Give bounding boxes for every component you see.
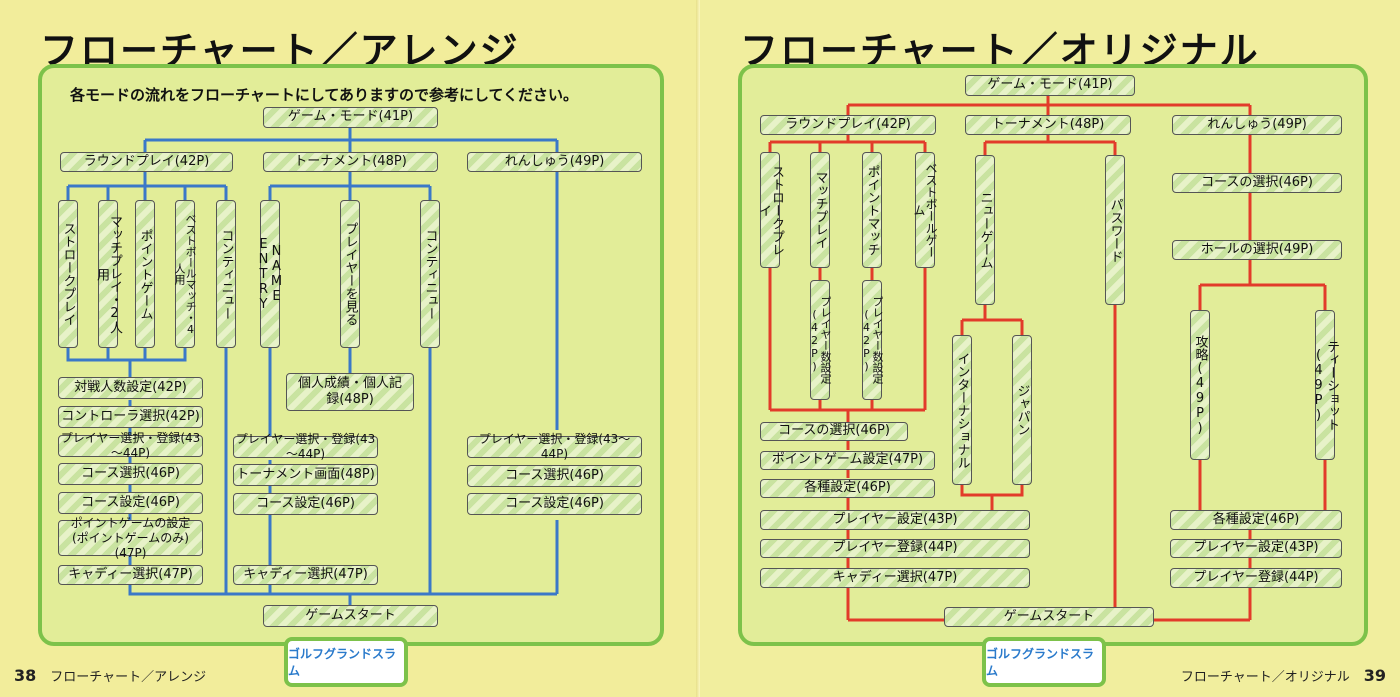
box-personal-records: 個人成績・個人記録(48P) (286, 373, 414, 411)
box-japan: ジャパン (1012, 335, 1032, 485)
game-logo: ゴルフグランドスラム (284, 637, 408, 687)
box-caddie-select: キャディー選択(47P) (760, 568, 1030, 588)
box-course-select-practice: コース選択(46P) (467, 465, 642, 487)
box-tee-shot: ティーショット(49P) (1311, 310, 1339, 460)
box-stroke-play: ストロークプレイ (58, 200, 78, 348)
box-vs-count: 対戦人数設定(42P) (58, 377, 203, 399)
box-game-mode: ゲーム・モード(41P) (263, 107, 438, 128)
box-bestball-game: ベストボールゲーム (912, 152, 938, 268)
box-practice: れんしゅう(49P) (467, 152, 642, 172)
box-practice-player-setting: プレイヤー設定(43P) (1170, 539, 1342, 558)
box-point-game-setting: ポイントゲームの設定(ポイントゲームのみ)(47P) (58, 516, 203, 560)
game-logo: ゴルフグランドスラム (982, 637, 1106, 687)
footer-title: フローチャート／オリジナル (1180, 670, 1350, 685)
flow-lines (66, 128, 559, 605)
box-player-register-round: プレイヤー選択・登録(43～44P) (58, 431, 203, 460)
box-course-select: コースの選択(46P) (760, 422, 908, 441)
right-page: フローチャート／オリジナル ゲーム・モード(41P) ラウンドプレイ(42P) … (700, 0, 1400, 697)
box-game-mode: ゲーム・モード(41P) (965, 75, 1135, 96)
box-match-play: マッチプレイ・2人用 (94, 200, 122, 348)
box-practice-player-register: プレイヤー登録(44P) (1170, 568, 1342, 588)
box-new-game: ニューゲーム (975, 155, 995, 305)
box-course-setting-round: コース設定(46P) (58, 492, 203, 514)
left-page: フローチャート／アレンジ 各モードの流れをフローチャートにしてありますので参考に… (14, 29, 664, 687)
box-tournament: トーナメント(48P) (965, 115, 1131, 135)
box-controller-select: コントローラ選択(42P) (58, 406, 203, 428)
box-practice-course-select: コースの選択(46P) (1172, 173, 1342, 193)
box-caddie-tournament: キャディー選択(47P) (233, 565, 378, 585)
box-point-game: ポイントゲーム (135, 200, 155, 348)
flow-lines (768, 96, 1327, 622)
box-game-start: ゲームスタート (263, 605, 438, 627)
box-stroke-play: ストロークプレイ (756, 152, 784, 268)
box-practice-misc-setting: 各種設定(46P) (1170, 510, 1342, 530)
box-game-start: ゲームスタート (944, 607, 1154, 627)
box-point-game-setting: ポイントゲーム設定(47P) (760, 451, 935, 470)
box-tournament: トーナメント(48P) (263, 152, 438, 172)
box-name-entry: NAME ENTRY (256, 200, 284, 348)
box-round-play: ラウンドプレイ(42P) (60, 152, 233, 172)
box-hole-select: ホールの選択(49P) (1172, 240, 1342, 260)
box-player-register-tournament: プレイヤー選択・登録(43～44P) (233, 432, 378, 461)
box-course-select-round: コース選択(46P) (58, 463, 203, 485)
box-misc-setting: 各種設定(46P) (760, 479, 935, 498)
page-number: 38 (14, 666, 37, 685)
box-player-register-practice: プレイヤー選択・登録(43～44P) (467, 432, 642, 461)
box-match-play: マッチプレイ (810, 152, 830, 268)
box-round-play: ラウンドプレイ(42P) (760, 115, 936, 135)
box-player-count-match: プレイヤー数設定(42P) (808, 280, 832, 400)
box-bestball-match: ベストボールマッチ・4人用 (173, 200, 197, 348)
page-footer: フローチャート／オリジナル 39 (1181, 666, 1386, 685)
box-caddie-round: キャディー選択(47P) (58, 565, 203, 585)
footer-title: フローチャート／アレンジ (50, 670, 207, 685)
box-course-setting-tournament: コース設定(46P) (233, 493, 378, 515)
box-practice: れんしゅう(49P) (1172, 115, 1342, 135)
instruction-note: 各モードの流れをフローチャートにしてありますので参考にしてください。 (70, 86, 579, 104)
box-continue-tournament: コンティニュー (420, 200, 440, 348)
box-tournament-screen: トーナメント画面(48P) (233, 464, 378, 486)
box-strategy: 攻略(49P) (1190, 310, 1210, 460)
box-point-match: ポイントマッチ (862, 152, 882, 268)
box-see-player: プレイヤーを見る (340, 200, 360, 348)
box-player-count-point: プレイヤー数設定(42P) (860, 280, 884, 400)
box-player-setting: プレイヤー設定(43P) (760, 510, 1030, 530)
box-password: パスワード (1105, 155, 1125, 305)
box-continue-round: コンティニュー (216, 200, 236, 348)
box-course-setting-practice: コース設定(46P) (467, 493, 642, 515)
page-footer: 38 フローチャート／アレンジ (14, 666, 206, 685)
box-international: インターナショナル (952, 335, 972, 485)
page-number: 39 (1363, 666, 1386, 685)
box-player-register: プレイヤー登録(44P) (760, 539, 1030, 558)
